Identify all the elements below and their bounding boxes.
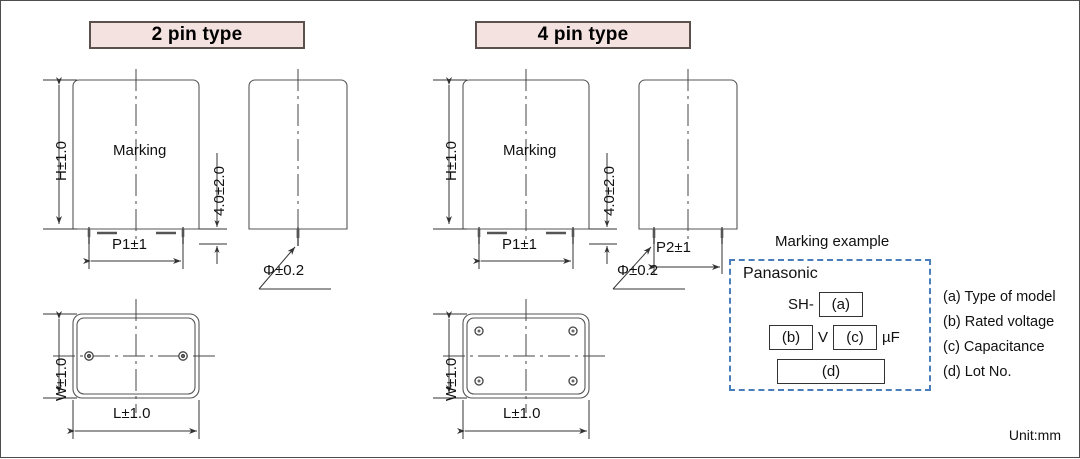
dim-diameter-4pin: Φ±0.2 — [617, 262, 659, 279]
dim-height-4pin: H±1.0 — [443, 141, 460, 181]
marking-cap-unit: µF — [882, 329, 900, 346]
four-pin-side-view — [612, 69, 738, 290]
marking-row-model: SH- (a) — [783, 292, 863, 317]
two-pin-side-view — [248, 69, 348, 290]
two-pin-bottom-view — [43, 299, 219, 439]
marking-volt-unit: V — [818, 329, 829, 346]
dim-width-2pin: W±1.0 — [53, 357, 70, 401]
legend-item-c: (c) Capacitance — [943, 339, 1045, 355]
marking-field-a: (a) — [818, 292, 863, 317]
marking-row-lot: (d) — [777, 359, 885, 384]
legend-item-b: (b) Rated voltage — [943, 314, 1055, 330]
legend-item-a: (a) Type of model — [943, 289, 1056, 305]
marking-example-title: Marking example — [775, 233, 890, 250]
dim-length-4pin: L±1.0 — [503, 405, 541, 422]
section-header-4-pin: 4 pin type — [475, 21, 691, 49]
legend-item-d: (d) Lot No. — [943, 364, 1012, 380]
dim-lead-length-4pin: 4.0±2.0 — [601, 166, 618, 216]
two-pin-front-view — [43, 69, 227, 269]
four-pin-front-view — [433, 69, 617, 269]
marking-label-4pin: Marking — [503, 142, 557, 159]
marking-field-b: (b) — [769, 325, 813, 350]
dim-pitch-p1-2pin: P1±1 — [112, 236, 147, 253]
four-pin-bottom-view — [433, 299, 609, 439]
dim-height-2pin: H±1.0 — [53, 141, 70, 181]
unit-note: Unit:mm — [1008, 427, 1061, 443]
marking-field-d: (d) — [777, 359, 885, 384]
dim-pitch-p2-4pin: P2±1 — [656, 239, 691, 256]
dim-length-2pin: L±1.0 — [113, 405, 151, 422]
section-header-2-pin: 2 pin type — [89, 21, 305, 49]
marking-field-c: (c) — [833, 325, 878, 350]
dim-diameter-2pin: Φ±0.2 — [263, 262, 305, 279]
dim-pitch-p1-4pin: P1±1 — [502, 236, 537, 253]
dim-lead-length-2pin: 4.0±2.0 — [211, 166, 228, 216]
marking-prefix: SH- — [788, 296, 814, 313]
marking-label-2pin: Marking — [113, 142, 167, 159]
marking-brand: Panasonic — [743, 265, 818, 282]
dim-width-4pin: W±1.0 — [443, 357, 460, 401]
marking-row-rating: (b) V (c) µF — [769, 325, 905, 350]
